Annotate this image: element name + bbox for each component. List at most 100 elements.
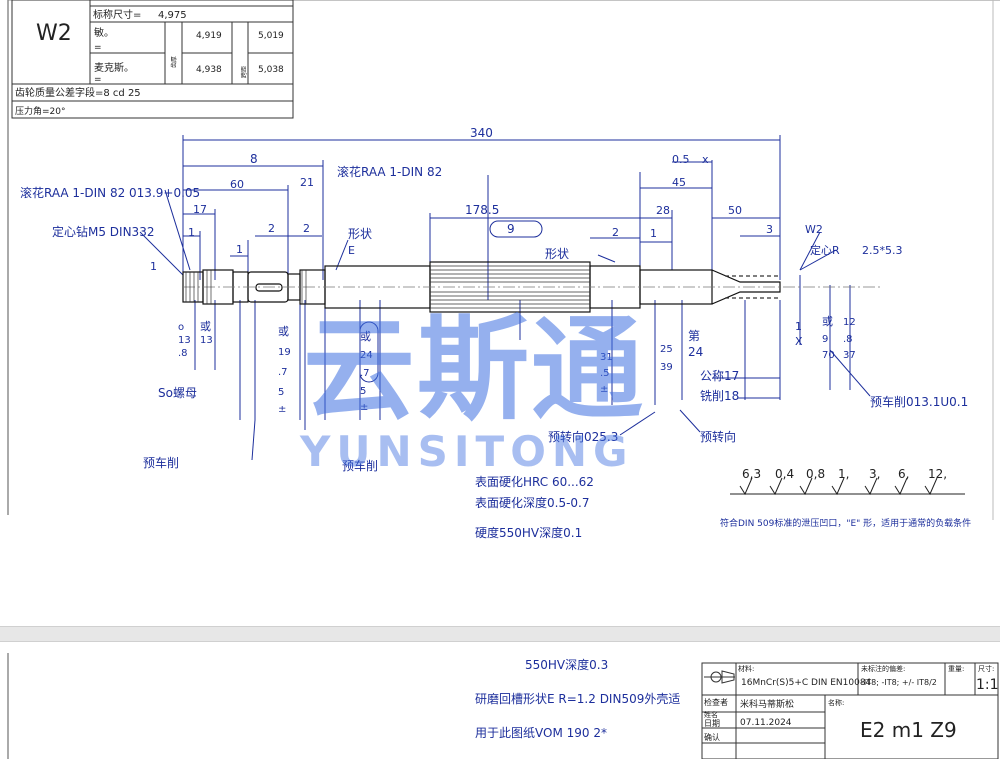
nominal-note: 公称17 (700, 369, 739, 383)
bottom-note-hv: 550HV深度0.3 (525, 657, 608, 672)
shape-label-e: E (348, 244, 355, 257)
tol-frag: 19 (278, 347, 291, 358)
scale-label: 尺寸: (978, 664, 994, 673)
roughness-5: 6, (898, 467, 909, 481)
center-drill-note: 定心钻M5 DIN332 (52, 224, 154, 239)
pressure-angle: 压力角=20° (15, 105, 66, 117)
side-label-span: 跨距 (240, 66, 248, 78)
dim-2-5x5-3: 2.5*5.3 (862, 244, 903, 257)
inspector-label-2: 姓名 (704, 710, 718, 719)
tol-frag: .8 (178, 348, 188, 359)
dim-1b: 1 (236, 243, 243, 256)
dim-1x-x: X (795, 335, 803, 348)
dim-center-r: 定心R (810, 243, 840, 257)
dim-1d: 1 (150, 260, 157, 273)
tol-frag: 或 (360, 330, 371, 343)
shaft-drawing: W2 标称尺寸= 4,975 敏。 = 4,919 5,019 麦克斯。 = 4… (7, 0, 1000, 540)
part-name: E2 m1 Z9 (860, 718, 957, 742)
precut-note-2: 预车削 (342, 458, 378, 473)
dim-1a: 1 (188, 226, 195, 239)
min-val2: 5,019 (258, 31, 284, 41)
roughness-6: 12, (928, 467, 947, 481)
tolerance-value: -IT8; -IT8; +/- IT8/2 (861, 678, 937, 687)
nominal-value: 4,975 (158, 10, 187, 21)
tol-frag: ± (600, 384, 608, 395)
date-value: 07.11.2024 (740, 718, 792, 728)
tol-frag: 9 (822, 334, 828, 345)
spline-teeth (185, 265, 590, 309)
inspector-name: 米科马蒂斯松 (740, 698, 794, 710)
side-label-tooth: 齿厚 (170, 56, 178, 68)
gear-id: W2 (36, 21, 72, 46)
knurl-note-1: 滚花RAA 1-DIN 82 013.9+0.05 (20, 185, 200, 200)
precut-note-3: 预车削013.1U0.1 (870, 394, 968, 409)
hardness-hv: 硬度550HV深度0.1 (475, 525, 582, 540)
tol-frag: 5 (360, 386, 366, 397)
tol-frag: ± (278, 404, 286, 415)
tolerance-label: 未标注的偏差: (861, 664, 905, 673)
min-val1: 4,919 (196, 31, 222, 41)
detail-box-9 (489, 220, 543, 238)
min-eq: = (94, 43, 102, 53)
tol-frag: .5 (600, 368, 610, 379)
tol-frag: o (178, 322, 184, 333)
tol-frag: 31 (600, 352, 613, 363)
tol-frag: 25 (660, 344, 673, 355)
title-sheet: 550HV深度0.3 研磨回槽形状E R=1.2 DIN509外壳适 用于此图纸… (0, 653, 1000, 760)
tol-frag: 或 (200, 320, 211, 333)
tol-frag: 或 (822, 315, 833, 328)
dim-1x-1: 1 (795, 320, 802, 333)
tol-frag: 5 (278, 387, 284, 398)
nominal-label: 标称尺寸= (93, 8, 141, 21)
tol-frag: .7 (360, 368, 370, 379)
bottom-note-drawing: 用于此图纸VOM 190 2* (475, 726, 607, 740)
keyway-detail (359, 321, 379, 383)
tol-frag: .7 (278, 367, 288, 378)
tol-frag: 39 (660, 362, 673, 373)
roughness-3: 1, (838, 467, 849, 481)
weight-label: 重量: (948, 665, 964, 673)
dim-w2: W2 (805, 223, 823, 236)
preturn-note-2: 预转向 (700, 429, 736, 444)
shape-label-2: 形状 (545, 247, 569, 261)
roughness-0: 6,3 (742, 467, 761, 481)
min-label: 敏。 (94, 26, 114, 39)
dim-2b: 2 (303, 222, 310, 235)
dim-60: 60 (230, 178, 244, 191)
dim-8: 8 (250, 152, 258, 166)
preturn-note-1: 预转向025.3 (548, 429, 618, 444)
dim-50: 50 (728, 204, 742, 217)
dim-1c: 1 (650, 227, 657, 240)
dim-3: 3 (766, 223, 773, 236)
max-eq: = (94, 75, 102, 85)
title-block-area: 550HV深度0.3 研磨回槽形状E R=1.2 DIN509外壳适 用于此图纸… (7, 653, 999, 760)
material-label: 材料: (738, 664, 754, 673)
dim-x: x (702, 153, 709, 166)
tol-frag: .8 (843, 334, 853, 345)
dim-45: 45 (672, 176, 686, 189)
din509-note: 符合DIN 509标准的泄压凹口，"E" 形，适用于通常的负载条件 (720, 517, 971, 529)
nut-note: So螺母 (158, 386, 197, 400)
shape-label-1: 形状 (348, 227, 372, 241)
dim-0-5: 0.5 (672, 153, 690, 166)
first-label: 第 (688, 329, 700, 343)
confirm-label: 确认 (704, 732, 720, 742)
tol-frag: 13 (200, 335, 213, 346)
max-val1: 4,938 (196, 65, 222, 75)
mill-note: 铣削18 (700, 389, 739, 403)
hardening-depth: 表面硬化深度0.5-0.7 (475, 495, 590, 510)
gear-quality: 齿轮质量公差字段=8 cd 25 (15, 86, 141, 99)
page-separator (0, 626, 1000, 642)
roughness-1: 0,4 (775, 467, 794, 481)
roughness-2: 0,8 (806, 467, 825, 481)
dim-9: 9 (507, 222, 515, 236)
roughness-4: 3, (869, 467, 880, 481)
tol-frag: 13 (178, 335, 191, 346)
material-value: 16MnCr(S)5+C DIN EN10084 (741, 678, 872, 688)
dimension-lines (139, 135, 871, 461)
part-name-label: 名称: (828, 698, 844, 707)
max-val2: 5,038 (258, 65, 284, 75)
dim-178-5: 178.5 (465, 203, 499, 217)
dim-340: 340 (470, 126, 493, 140)
tol-frag: 12 (843, 317, 856, 328)
